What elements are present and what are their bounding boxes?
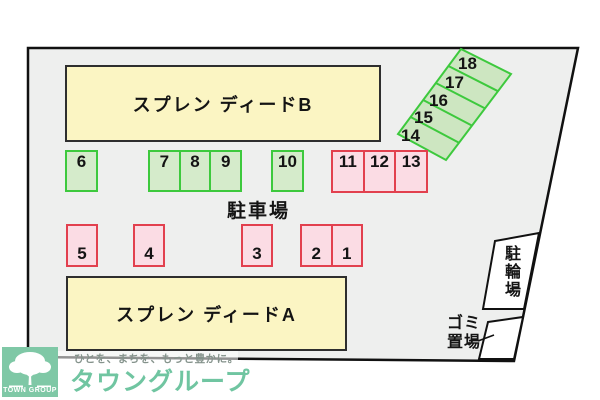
parking-spot-15: 15	[414, 108, 433, 127]
parking-spot-7: 7	[148, 150, 181, 192]
spot-number: 2	[311, 244, 321, 263]
building-b-label: スプレン ディードB	[132, 94, 314, 115]
parking-spot-1: 1	[330, 224, 363, 267]
building-a-label: スプレン ディードA	[116, 304, 297, 325]
parking-spot-16: 16	[429, 91, 448, 110]
parking-spot-group-2-1: 2 1	[300, 224, 363, 267]
spot-number: 1	[342, 244, 352, 263]
spot-number: 6	[76, 152, 87, 171]
parking-spot-group-7-9: 7 8 9	[148, 150, 243, 192]
spot-number: 8	[190, 152, 200, 171]
building-splendide-b: スプレン ディードB	[65, 65, 381, 142]
garbage-area-label: ゴミ 置場	[429, 314, 481, 352]
parking-spot-6: 6	[65, 150, 98, 192]
parking-spot-10: 10	[271, 150, 304, 192]
spot-number: 10	[278, 152, 297, 171]
tree-icon	[9, 352, 51, 388]
parking-spot-group-11-13: 11 12 13	[331, 150, 429, 193]
town-group-mark-label: TOWN GROUP	[3, 387, 57, 394]
brand-logo-text: タウングループ	[70, 368, 251, 396]
parking-spot-9: 9	[209, 150, 243, 192]
spot-number: 5	[77, 244, 87, 263]
parking-spot-17: 17	[445, 73, 464, 92]
building-splendide-a: スプレン ディードA	[66, 276, 347, 351]
parking-spot-4: 4	[133, 224, 165, 267]
garbage-pointer-line	[477, 334, 495, 342]
spot-number: 9	[220, 152, 231, 171]
garbage-label-line1: ゴミ	[446, 315, 481, 332]
garbage-area-box	[477, 315, 525, 360]
spot-number: 13	[401, 152, 421, 171]
parking-spot-11: 11	[331, 150, 365, 193]
bicycle-parking-box	[481, 231, 541, 310]
spot-number: 7	[159, 152, 170, 171]
spot-number: 11	[338, 152, 357, 171]
parking-spot-14: 14	[401, 126, 420, 145]
parking-spot-8: 8	[178, 150, 212, 192]
bicycle-parking-label: 駐輪場	[502, 245, 519, 299]
tagline-background-band	[58, 351, 238, 363]
brand-tagline: ひとを、まちを、もっと豊かに。	[74, 353, 239, 365]
parking-spot-18: 18	[458, 54, 477, 73]
spot-number: 4	[144, 244, 154, 263]
spot-number: 3	[252, 244, 262, 263]
parking-spot-2: 2	[300, 224, 333, 267]
diagonal-parking-block: 18 17 16 15 14	[396, 47, 513, 162]
parking-lot-label: 駐車場	[227, 201, 291, 222]
town-group-logo: TOWN GROUP	[2, 347, 58, 397]
parking-spot-5: 5	[66, 224, 98, 267]
parking-spot-12: 12	[362, 150, 397, 193]
parking-spot-3: 3	[241, 224, 273, 267]
spot-number: 12	[370, 152, 389, 171]
garbage-label-line2: 置場	[446, 334, 481, 351]
parking-spot-13: 13	[394, 150, 429, 193]
